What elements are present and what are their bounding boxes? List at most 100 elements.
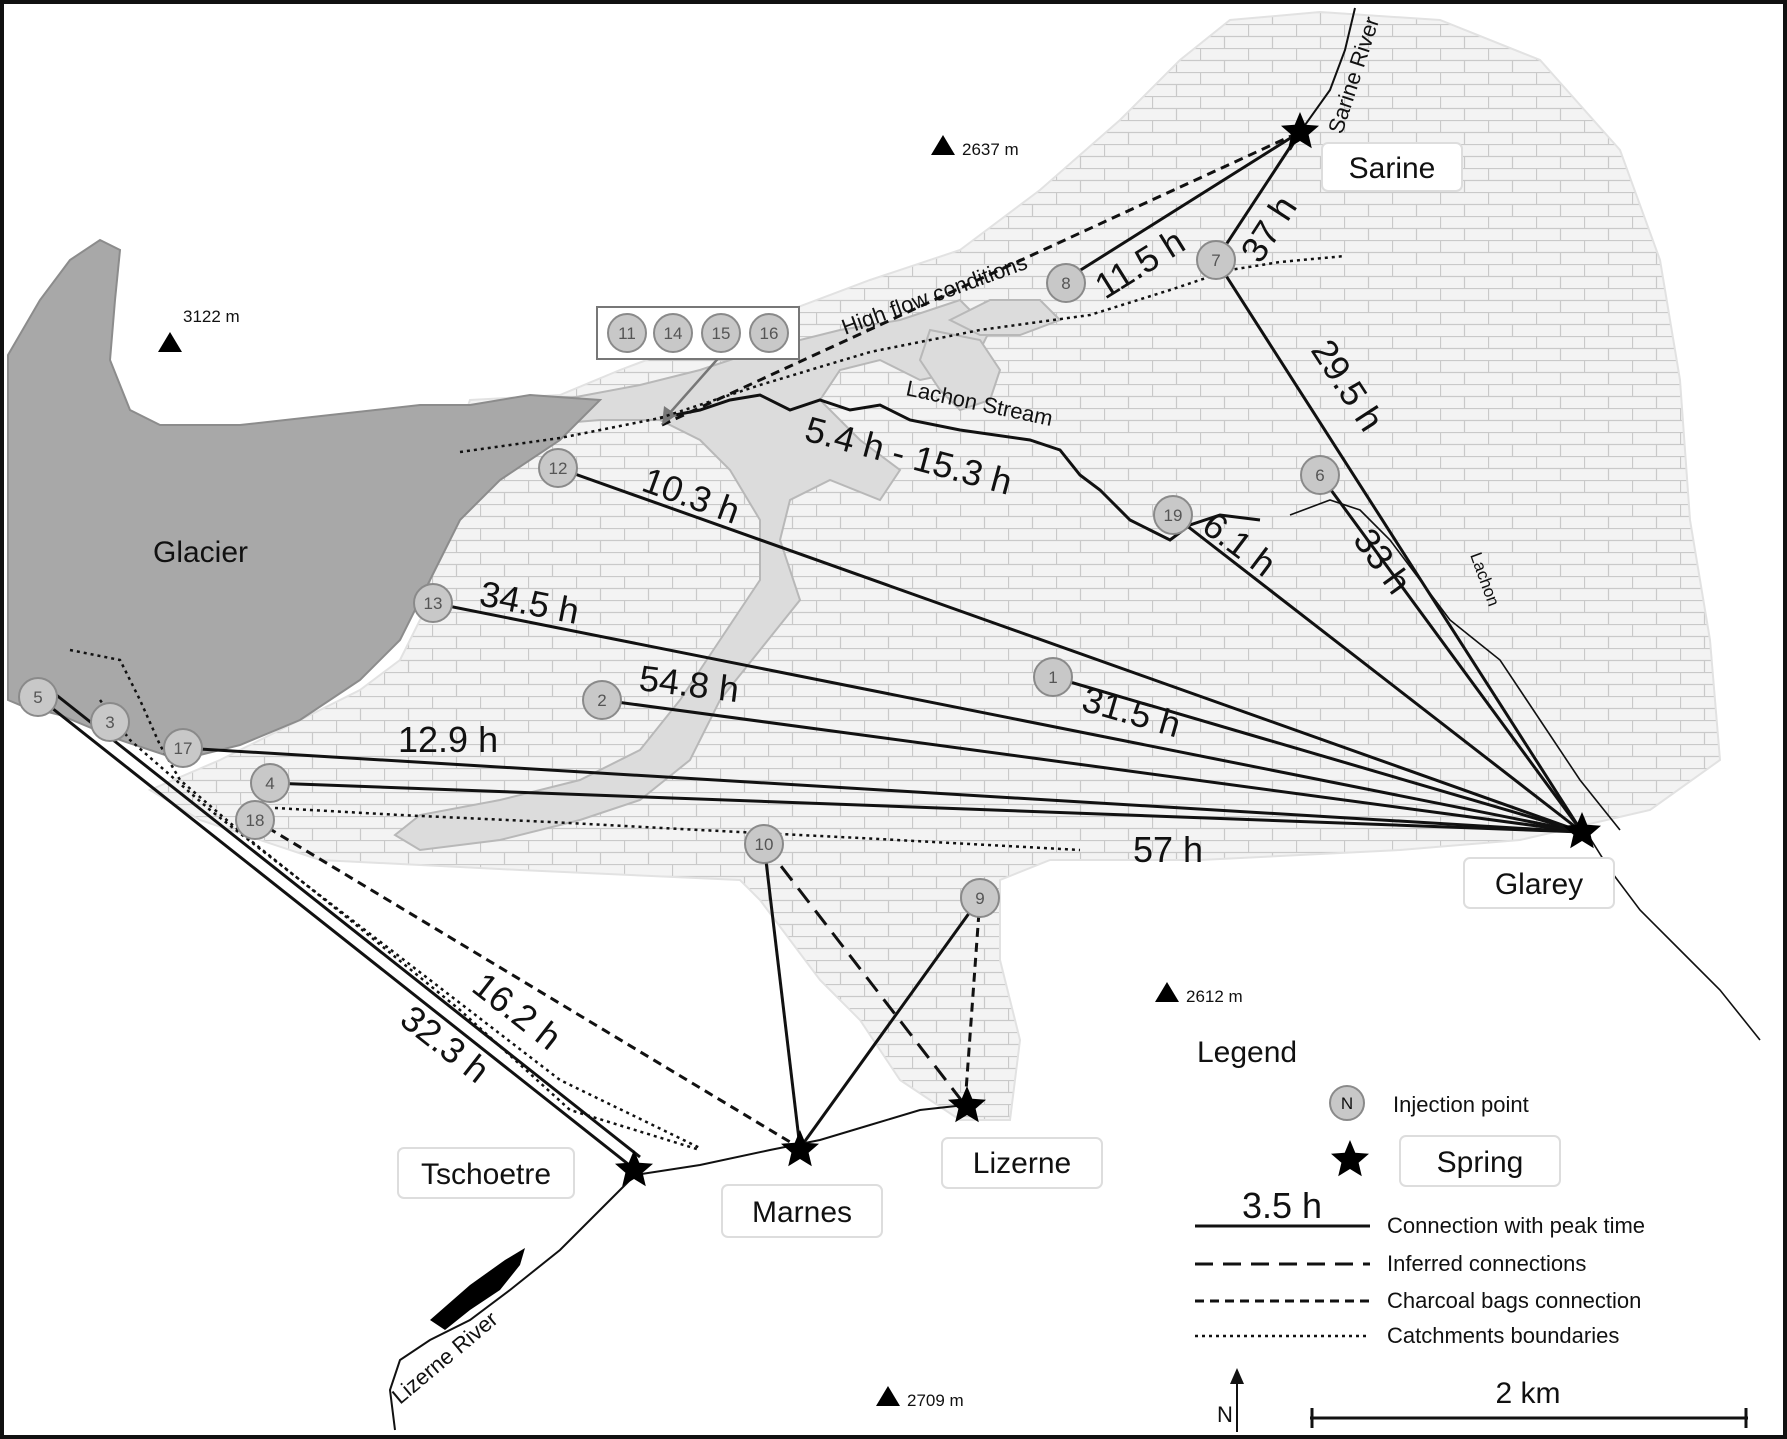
injection-point-19 [1153, 495, 1193, 535]
legend-spring-label: Spring [1437, 1146, 1524, 1179]
injection-label-7: 7 [1211, 251, 1220, 270]
lizerne-river [388, 1104, 966, 1431]
catchment-boundary-north [459, 254, 1346, 454]
injection-label-14: 14 [664, 324, 683, 343]
legend-injection-label: Injection point [1393, 1092, 1529, 1117]
legend-connection-label: Connection with peak time [1387, 1213, 1645, 1238]
scale-label: 2 km [1495, 1377, 1560, 1410]
lachon-stream [659, 393, 1261, 542]
legend-catchments-label: Catchments boundaries [1387, 1323, 1619, 1348]
spring-label-marnes: Marnes [752, 1196, 852, 1229]
grouped-injection-points: 11 14 15 16 [607, 313, 789, 353]
injection-label-12: 12 [549, 459, 568, 478]
injection-label-16: 16 [760, 324, 779, 343]
injection-point-18 [235, 800, 275, 840]
conn-17-glarey [182, 746, 1583, 834]
spring-labels: Sarine Glarey Tschoetre Marnes Lizerne [397, 142, 1615, 1238]
injection-points: 1 2 3 4 5 6 7 8 9 10 12 13 17 18 19 [18, 240, 1340, 918]
catchment-boundary-south [274, 806, 1081, 852]
conn-6-glarey [1318, 474, 1584, 833]
peak-time-4-glarey: 57 h [1133, 829, 1203, 870]
north-label: N [1217, 1402, 1233, 1427]
conn-5-tschoetre-a [37, 695, 629, 1166]
spring-star-glarey [1563, 812, 1601, 849]
conn-8-sarine [1059, 130, 1301, 285]
conn-13-glarey [432, 601, 1583, 834]
catchment-boundaries [69, 254, 1346, 1152]
conn-1-glarey [1052, 675, 1583, 834]
injection-label-3: 3 [105, 713, 114, 732]
injection-label-13: 13 [424, 594, 443, 613]
spring-label-tschoetre: Tschoetre [421, 1158, 551, 1191]
injection-point-12 [538, 448, 578, 488]
peak-triangle-3122 [158, 332, 182, 352]
injection-label-15: 15 [712, 324, 731, 343]
conn-12-glarey [557, 466, 1583, 834]
glacier-label: Glacier [153, 536, 248, 569]
lizerne-river-widening [430, 1248, 525, 1330]
spring-label-box-tschoetre [397, 1147, 575, 1199]
injection-label-6: 6 [1315, 466, 1324, 485]
conn-4-glarey [269, 781, 1583, 834]
injection-point-11 [607, 313, 647, 353]
spring-label-box-lizerne [941, 1137, 1103, 1189]
glacier [7, 238, 603, 762]
legend-injection-symbol-label: N [1341, 1094, 1353, 1113]
spring-label-box-sarine [1321, 142, 1463, 192]
injection-label-19: 19 [1164, 506, 1183, 525]
conn-7-glarey [1214, 259, 1584, 833]
legend-injection-symbol [1329, 1085, 1365, 1121]
injection-point-17 [163, 728, 203, 768]
spring-label-lizerne: Lizerne [973, 1147, 1071, 1180]
dashed-lines [254, 130, 1301, 1150]
injection-label-11: 11 [618, 324, 636, 343]
spring-star-sarine [1281, 112, 1319, 149]
conn-2-glarey [601, 698, 1583, 834]
injection-point-2 [582, 680, 622, 720]
spring-label-box-glarey [1463, 857, 1615, 909]
springs [615, 112, 1601, 1187]
inferred-18-marnes [254, 818, 801, 1150]
injection-point-9 [960, 878, 1000, 918]
injection-label-2: 2 [597, 691, 606, 710]
injection-point-6 [1300, 455, 1340, 495]
connection-lines [37, 130, 1584, 1166]
injection-label-1: 1 [1048, 668, 1057, 687]
injection-label-18: 18 [246, 811, 265, 830]
moraine-patch-north [947, 299, 1062, 336]
legend-title: Legend [1197, 1036, 1297, 1069]
peak-triangle-2709 [876, 1386, 900, 1406]
peak-label-2709: 2709 m [907, 1391, 964, 1410]
charcoal-high-flow [661, 130, 1301, 427]
spring-star-tschoetre [615, 1150, 653, 1187]
legend-charcoal-label: Charcoal bags connection [1387, 1288, 1641, 1313]
peak-triangle-2612 [1155, 982, 1179, 1002]
injection-point-16 [749, 313, 789, 353]
conn-19-glarey [1172, 513, 1583, 834]
summits: 3122 m 2637 m 2612 m 2709 m [158, 135, 1243, 1410]
conn-5-tschoetre-b [49, 688, 641, 1159]
spring-label-glarey: Glarey [1495, 868, 1583, 901]
injection-point-7 [1196, 240, 1236, 280]
north-arrow: N [1217, 1368, 1244, 1432]
injection-point-8 [1046, 263, 1086, 303]
legend-sample-time: 3.5 h [1242, 1185, 1322, 1226]
peak-time-17-glarey: 12.9 h [398, 719, 498, 760]
injection-point-13 [413, 583, 453, 623]
injection-point-1 [1033, 657, 1073, 697]
injection-label-4: 4 [265, 774, 274, 793]
limestone-area [147, 10, 1722, 1121]
injection-point-4 [250, 763, 290, 803]
catchment-boundary-west-inner [99, 699, 701, 1150]
legend-spring-star [1331, 1140, 1369, 1177]
injection-point-15 [701, 313, 741, 353]
injection-point-3 [90, 702, 130, 742]
scale-bar: 2 km [1310, 1377, 1748, 1428]
peak-label-2637: 2637 m [962, 140, 1019, 159]
conn-7-sarine [1214, 131, 1302, 261]
spring-label-box-marnes [721, 1184, 883, 1238]
injection-label-8: 8 [1061, 274, 1070, 293]
legend-spring-box [1399, 1135, 1561, 1187]
injection-label-10: 10 [755, 835, 774, 854]
